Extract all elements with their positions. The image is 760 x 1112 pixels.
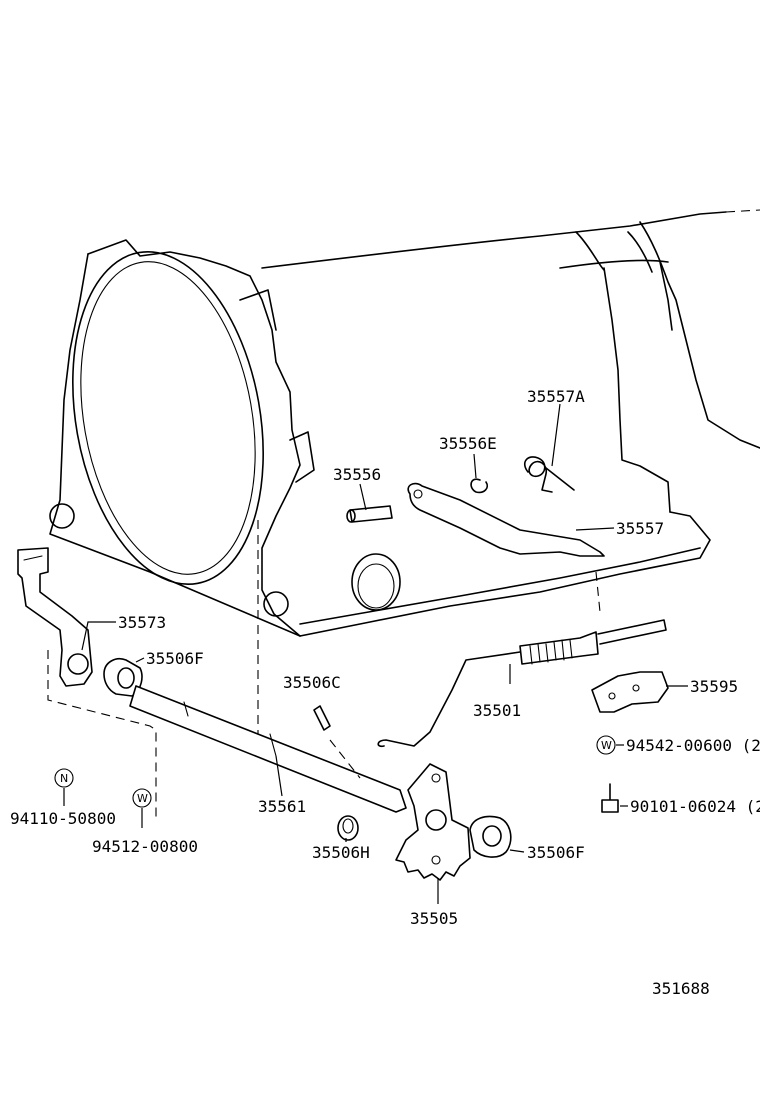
collar-35506H (337, 815, 359, 841)
washer-symbol-94542 (596, 735, 616, 755)
seal-35506F-right (469, 815, 512, 858)
label-35506F-right: 35506F (527, 843, 585, 862)
washer-symbol-letter-94542: W (601, 739, 612, 752)
label-35557: 35557 (616, 519, 664, 538)
label-35506H: 35506H (312, 843, 370, 862)
bracket-35595 (591, 671, 669, 713)
roll-pin-35506C (313, 705, 361, 779)
pin-35556 (346, 505, 393, 523)
washer-symbol-letter-94512: W (137, 792, 148, 805)
lever-35557 (407, 482, 605, 557)
label-35501: 35501 (473, 701, 521, 720)
bracket-35573 (17, 547, 93, 687)
bolt-90101-06024 (601, 783, 619, 813)
label-35561: 35561 (258, 797, 306, 816)
cable-35501 (377, 619, 667, 748)
label-94110-50800: 94110-50800 (10, 809, 116, 828)
label-94542-00600: 94542-00600 (2) (626, 736, 760, 755)
diagram-number: 351688 (652, 979, 710, 998)
sector-plate-35505 (395, 763, 471, 881)
leader-lines (47, 403, 688, 904)
nut-symbol-letter: N (60, 772, 68, 785)
label-35573: 35573 (118, 613, 166, 632)
spring-35557A (523, 456, 575, 493)
label-35595: 35595 (690, 677, 738, 696)
transmission-housing (49, 209, 760, 760)
label-35557A: 35557A (527, 387, 585, 406)
label-35506F-left: 35506F (146, 649, 204, 668)
label-35506C: 35506C (283, 673, 341, 692)
washer-symbol-94512 (132, 788, 152, 808)
label-94512-00800: 94512-00800 (92, 837, 198, 856)
nut-symbol (54, 768, 74, 788)
label-90101-06024: 90101-06024 (2) (630, 797, 760, 816)
seal-35506F-left (103, 658, 143, 697)
clip-35556E (470, 478, 489, 494)
label-35505: 35505 (410, 909, 458, 928)
shaft-35561 (129, 685, 407, 813)
label-35556E: 35556E (439, 434, 497, 453)
label-35556: 35556 (333, 465, 381, 484)
